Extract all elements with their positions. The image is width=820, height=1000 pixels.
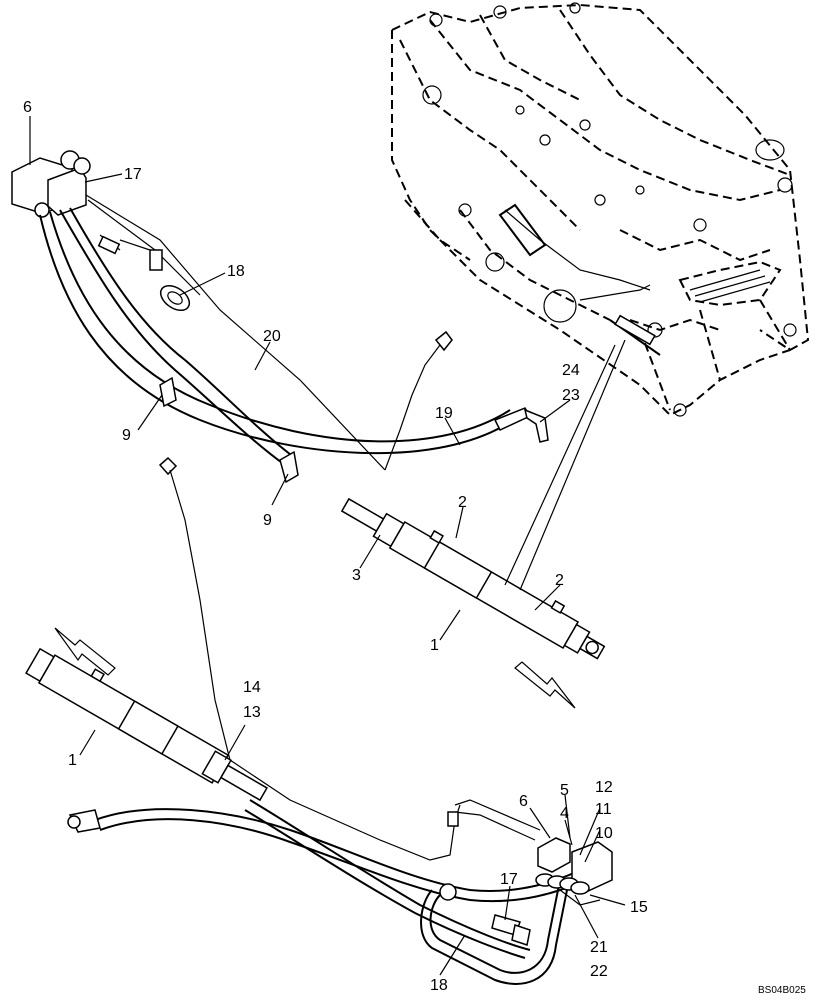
upper-hose-assembly (11, 150, 606, 660)
direction-arrows (54, 627, 576, 709)
loader-frame-illustration (391, 2, 810, 417)
callout-17-bottom: 17 (500, 871, 518, 888)
callout-1-bottom: 1 (68, 752, 77, 769)
callout-15: 15 (630, 899, 648, 916)
callout-labels: 6 17 18 20 24 23 19 9 9 2 3 2 1 14 13 1 … (23, 99, 806, 996)
callout-9-b: 9 (263, 512, 272, 529)
callout-6-bottom: 6 (519, 793, 528, 810)
callout-leaders (29, 116, 626, 976)
callout-10: 10 (595, 825, 613, 842)
callout-12: 12 (595, 779, 613, 796)
callout-6-top: 6 (23, 99, 32, 116)
callout-9-a: 9 (122, 427, 131, 444)
callout-24: 24 (562, 362, 580, 379)
detail-leader-lines (504, 339, 626, 591)
callout-2-a: 2 (458, 494, 467, 511)
callout-4: 4 (560, 805, 569, 822)
callout-13: 13 (243, 704, 261, 721)
drawing-code: BS04B025 (758, 985, 806, 996)
lower-hose-assembly (25, 456, 613, 985)
callout-21: 21 (590, 939, 608, 956)
callout-5: 5 (560, 782, 569, 799)
callout-1-top: 1 (430, 637, 439, 654)
callout-14: 14 (243, 679, 261, 696)
callout-2-b: 2 (555, 572, 564, 589)
callout-11: 11 (595, 801, 612, 818)
callout-22: 22 (590, 963, 608, 980)
callout-18-top: 18 (227, 263, 245, 280)
callout-20: 20 (263, 328, 281, 345)
callout-23: 23 (562, 387, 580, 404)
callout-19: 19 (435, 405, 453, 422)
callout-18-bottom: 18 (430, 977, 448, 994)
callout-17-top: 17 (124, 166, 142, 183)
callout-3: 3 (352, 567, 361, 584)
